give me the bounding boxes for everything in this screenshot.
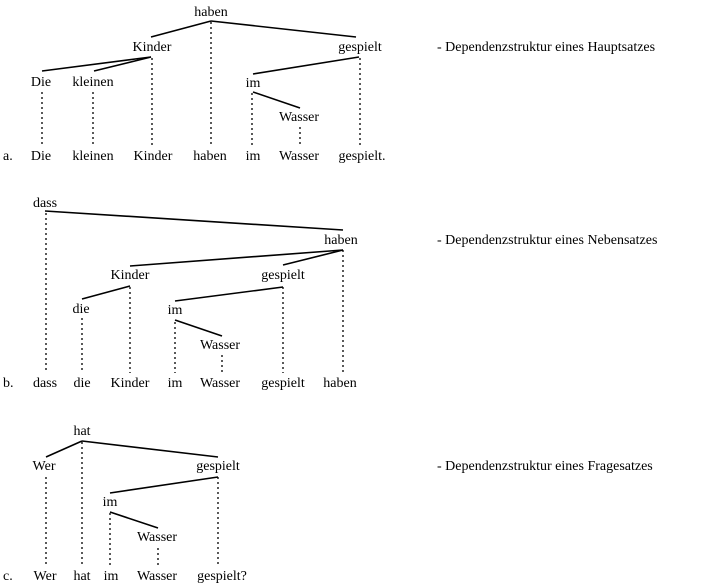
- diagram-letter-b: b.: [3, 376, 14, 391]
- caption-a: - Dependenzstruktur eines Hauptsatzes: [437, 40, 656, 55]
- node-kinder-a: Kinder: [132, 40, 172, 55]
- edge-dass-haben: [44, 210, 344, 231]
- sentence-word-a-3: Kinder: [133, 149, 173, 164]
- caption-b: - Dependenzstruktur eines Nebensatzes: [437, 233, 658, 248]
- edge-im-wasser: [109, 511, 159, 529]
- sentence-word-b-2: die: [73, 376, 91, 391]
- edge-hat-wer: [45, 440, 83, 458]
- sentence-word-a-2: kleinen: [72, 149, 114, 164]
- sentence-word-b-5: Wasser: [199, 376, 241, 391]
- node-wasser-b: Wasser: [199, 338, 241, 353]
- node-haben-a: haben: [194, 5, 228, 20]
- node-gespielt-b: gespielt: [261, 268, 305, 283]
- edge-haben-gespielt: [210, 20, 357, 38]
- edge-kinder-die: [81, 285, 131, 300]
- projection-lines-b: [45, 213, 344, 373]
- projection-lines-c: [45, 442, 219, 566]
- edge-gespielt-im: [252, 56, 360, 75]
- sentence-word-a-5: im: [245, 149, 261, 164]
- edge-im-wasser: [174, 319, 223, 337]
- node-gespielt-c: gespielt: [196, 459, 240, 474]
- node-kinder-b: Kinder: [110, 268, 150, 283]
- edge-haben-gespielt: [282, 249, 344, 266]
- node-gespielt-a: gespielt: [338, 40, 382, 55]
- edge-haben-kinder: [150, 20, 212, 38]
- sentence-word-a-7: gespielt.: [338, 149, 386, 164]
- edge-haben-kinder: [129, 249, 344, 267]
- solid-edges-b: [44, 210, 344, 337]
- sentence-word-c-3: im: [103, 569, 119, 584]
- sentence-word-b-4: im: [167, 376, 183, 391]
- node-haben-b: haben: [324, 233, 358, 248]
- caption-c: - Dependenzstruktur eines Fragesatzes: [437, 459, 653, 474]
- edge-hat-gespielt: [81, 440, 219, 458]
- sentence-word-c-1: Wer: [33, 569, 57, 584]
- sentence-word-b-1: dass: [32, 376, 58, 391]
- node-die-b: die: [72, 302, 90, 317]
- sentence-word-a-4: haben: [193, 149, 227, 164]
- sentence-word-b-3: Kinder: [110, 376, 150, 391]
- edge-kinder-die: [41, 56, 152, 72]
- sentence-word-b-7: haben: [323, 376, 357, 391]
- edge-gespielt-im: [174, 286, 284, 302]
- edge-im-wasser: [252, 91, 301, 109]
- sentence-word-c-5: gespielt?: [197, 569, 247, 584]
- node-wasser-a: Wasser: [278, 110, 320, 125]
- edge-kinder-kleinen: [93, 56, 152, 72]
- node-die-a: Die: [30, 75, 52, 90]
- projection-lines-a: [41, 22, 361, 146]
- node-im-c: im: [102, 495, 118, 510]
- node-im-b: im: [167, 303, 183, 318]
- sentence-word-a-6: Wasser: [278, 149, 320, 164]
- sentence-word-c-2: hat: [73, 569, 91, 584]
- sentence-word-a-1: Die: [30, 149, 52, 164]
- solid-edges-c: [45, 440, 219, 529]
- node-im-a: im: [245, 76, 261, 91]
- node-wasser-c: Wasser: [136, 530, 178, 545]
- node-kleinen-a: kleinen: [72, 75, 114, 90]
- edge-gespielt-im: [109, 476, 219, 494]
- node-hat-c: hat: [73, 424, 91, 439]
- node-dass-b: dass: [32, 196, 58, 211]
- node-wer-c: Wer: [32, 459, 56, 474]
- diagram-letter-c: c.: [3, 569, 13, 584]
- sentence-word-b-6: gespielt: [261, 376, 305, 391]
- solid-edges-a: [41, 20, 360, 109]
- diagram-letter-a: a.: [3, 149, 13, 164]
- sentence-word-c-4: Wasser: [136, 569, 178, 584]
